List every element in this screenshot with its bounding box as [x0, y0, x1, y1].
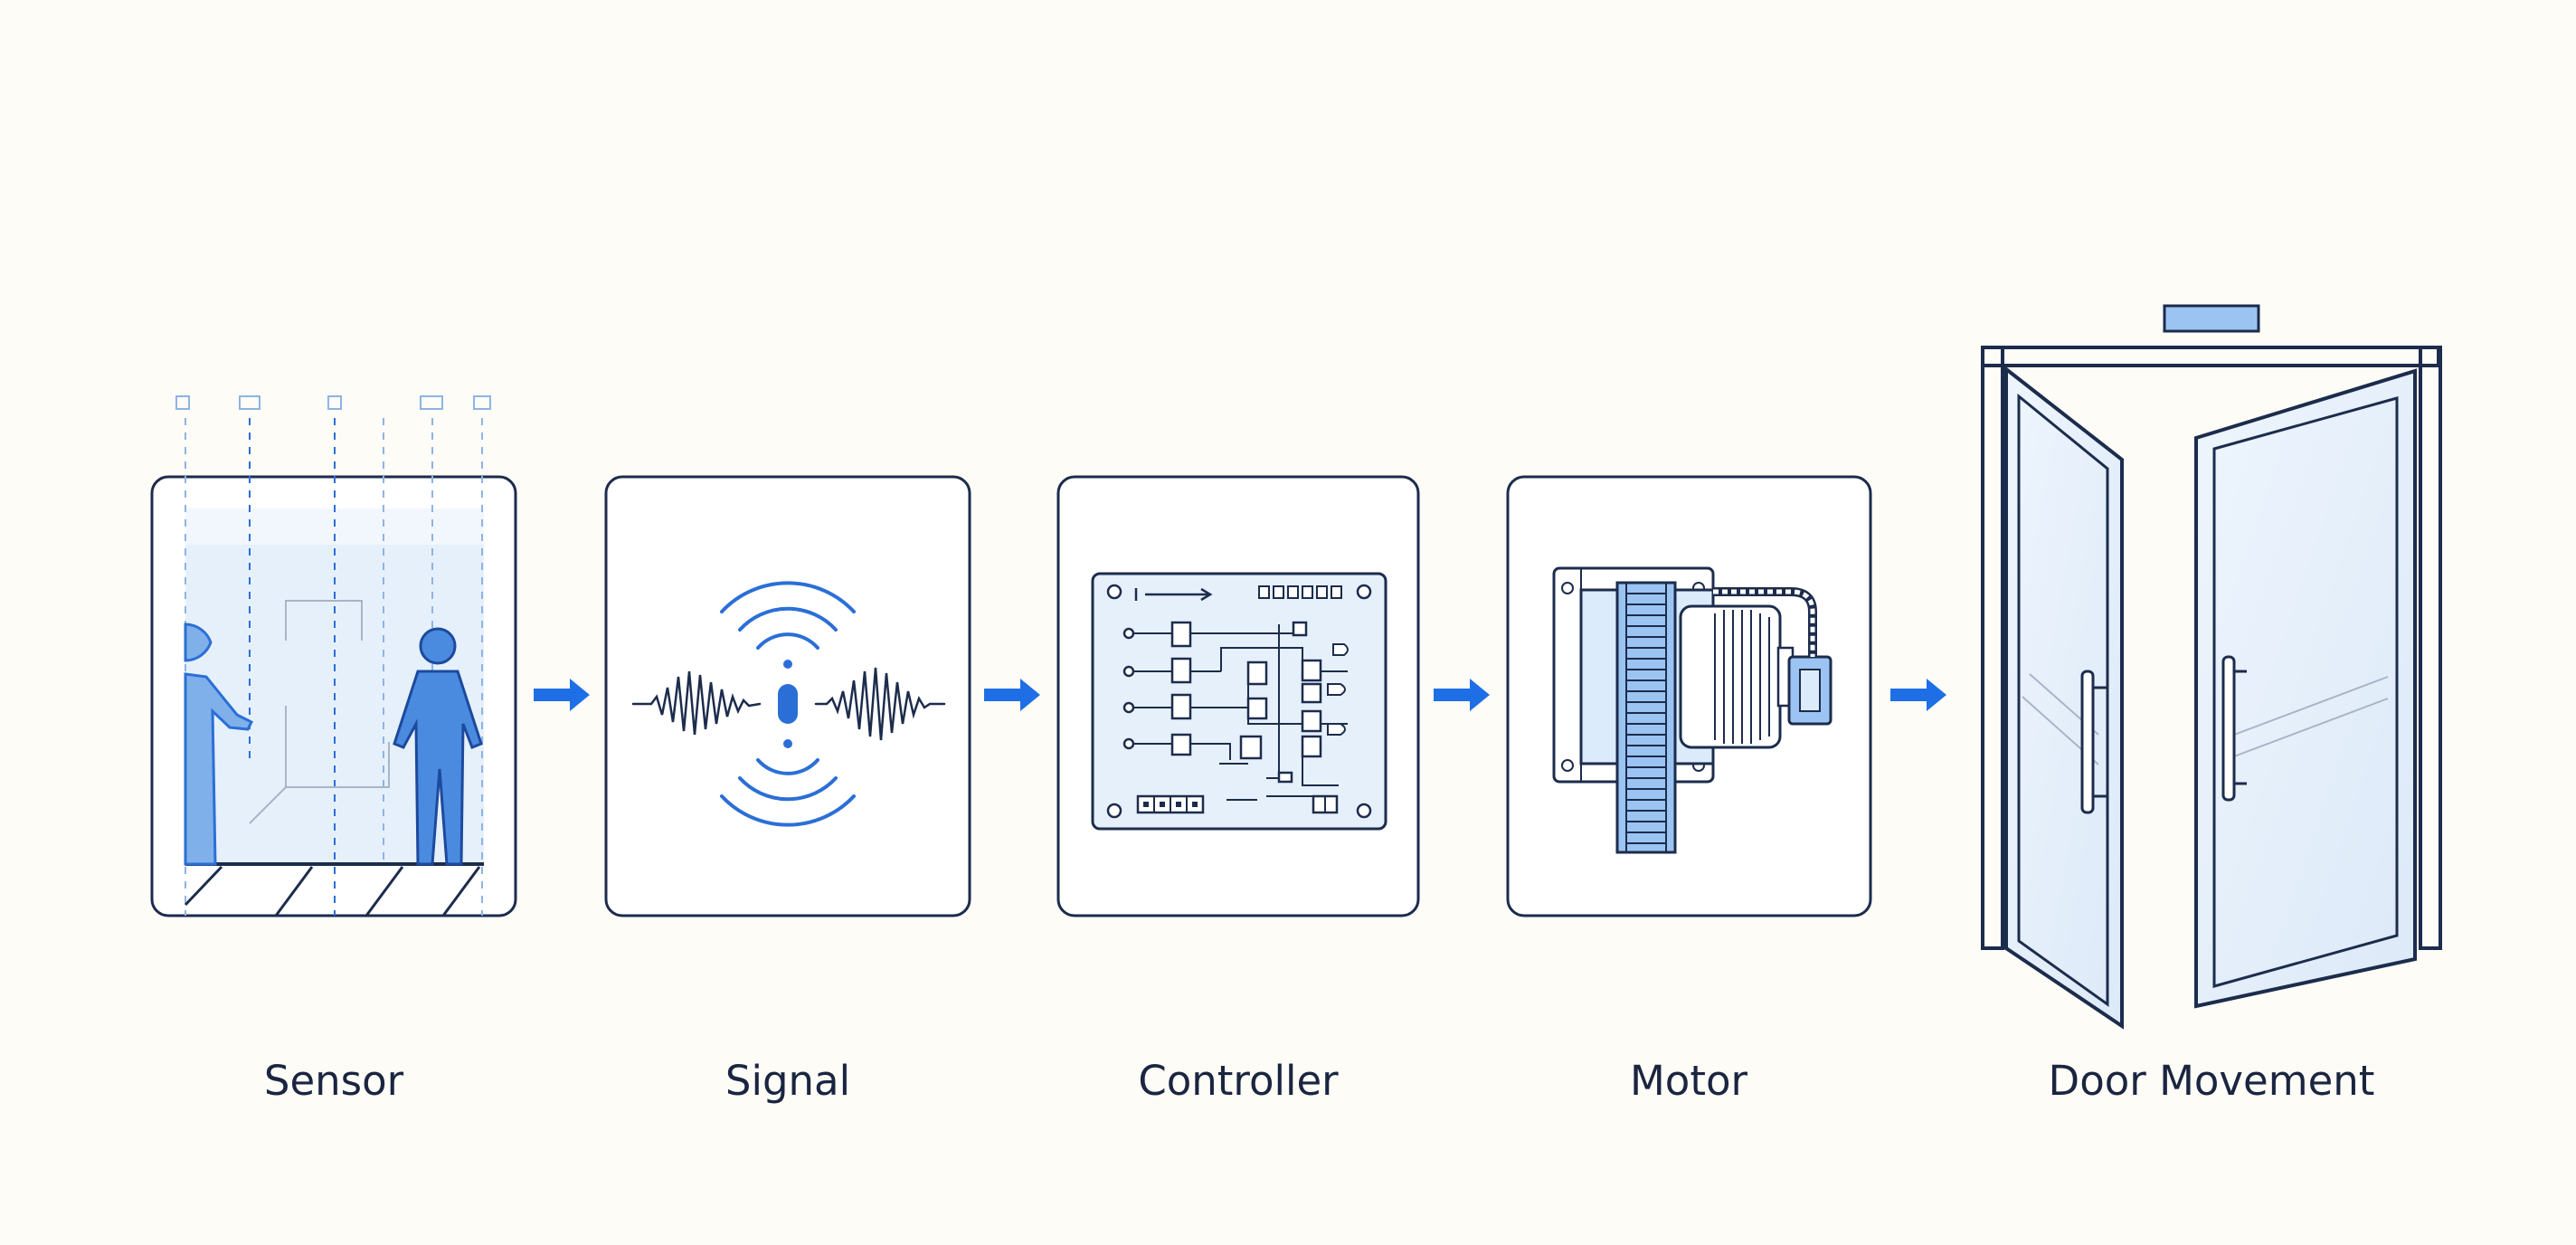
door-panel — [1981, 304, 2442, 1030]
electric-motor-icon — [1552, 566, 1833, 854]
motor-panel — [1506, 475, 1872, 917]
step-label-door-movement: Door Movement — [2048, 1057, 2375, 1105]
open-double-door-icon — [1981, 304, 2442, 1030]
circuit-board-icon — [1091, 572, 1387, 831]
arrow-right-icon — [984, 679, 1040, 711]
controller-panel — [1056, 475, 1420, 917]
right-door-handle — [2221, 655, 2247, 802]
step-label-motor: Motor — [1629, 1057, 1748, 1105]
connector-arrows — [534, 679, 1946, 711]
signal-panel — [604, 475, 971, 917]
arrow-right-icon — [534, 679, 590, 711]
motion-sensor-icon — [175, 395, 491, 917]
step-label-sensor: Sensor — [263, 1057, 404, 1105]
signal-waves-icon — [631, 581, 946, 827]
arrow-right-icon — [1434, 679, 1490, 711]
arrow-right-icon — [1890, 679, 1946, 711]
step-label-signal: Signal — [724, 1057, 851, 1105]
left-door-handle — [2080, 670, 2107, 814]
sensor-panel — [150, 395, 517, 917]
step-label-controller: Controller — [1138, 1057, 1339, 1105]
